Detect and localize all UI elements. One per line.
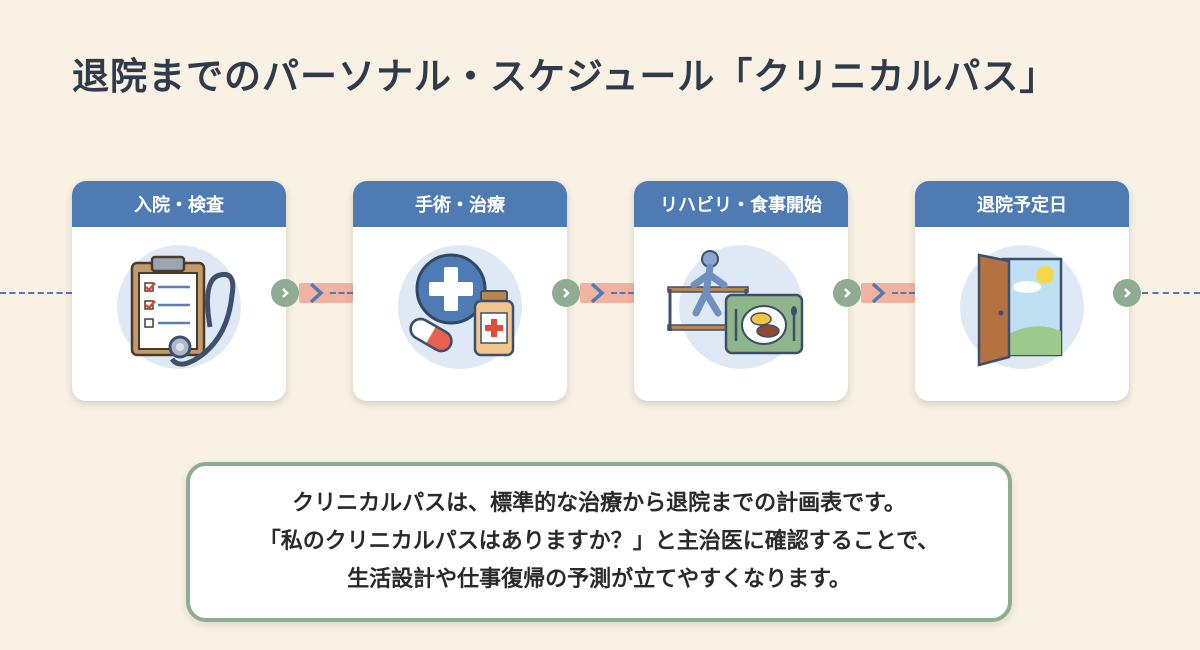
next-arrow-icon xyxy=(552,279,580,307)
step-card-admission: 入院・検査 xyxy=(72,181,286,401)
chevron-right-icon xyxy=(309,282,324,304)
flow-line xyxy=(611,292,634,294)
flow-band xyxy=(299,283,353,303)
flow-band xyxy=(580,283,634,303)
explanation-line: 「私のクリニカルパスはありますか？」と主治医に確認することで、 xyxy=(258,529,940,554)
flow-band xyxy=(861,283,915,303)
flow-line-start xyxy=(0,292,72,294)
next-arrow-icon xyxy=(1113,279,1141,307)
clipboard-stethoscope-icon xyxy=(117,245,241,369)
explanation-line: 生活設計や仕事復帰の予測が立てやすくなります。 xyxy=(347,567,851,592)
step-card-label: 手術・治療 xyxy=(353,181,567,227)
open-door-icon xyxy=(960,245,1084,369)
rehab-meal-icon xyxy=(667,245,804,369)
flow-line xyxy=(330,292,353,294)
step-card-label: 入院・検査 xyxy=(72,181,286,227)
next-arrow-icon xyxy=(271,279,299,307)
step-card-label: リハビリ・食事開始 xyxy=(634,181,848,227)
chevron-right-icon xyxy=(590,282,605,304)
next-arrow-icon xyxy=(833,279,861,307)
page-title: 退院までのパーソナル・スケジュール「クリニカルパス」 xyxy=(72,55,1058,98)
explanation-line: クリニカルパスは、標準的な治療から退院までの計画表です。 xyxy=(292,491,906,516)
step-card-surgery: 手術・治療 xyxy=(353,181,567,401)
flow-line xyxy=(892,292,915,294)
chevron-right-icon xyxy=(871,282,886,304)
explanation-box: クリニカルパスは、標準的な治療から退院までの計画表です。 「私のクリニカルパスは… xyxy=(186,462,1012,622)
step-card-label: 退院予定日 xyxy=(915,181,1129,227)
step-card-discharge: 退院予定日 xyxy=(915,181,1129,401)
flow-line-end xyxy=(1142,292,1200,294)
step-card-rehab-meal: リハビリ・食事開始 xyxy=(634,181,848,401)
medical-cross-pills-icon xyxy=(398,245,522,369)
